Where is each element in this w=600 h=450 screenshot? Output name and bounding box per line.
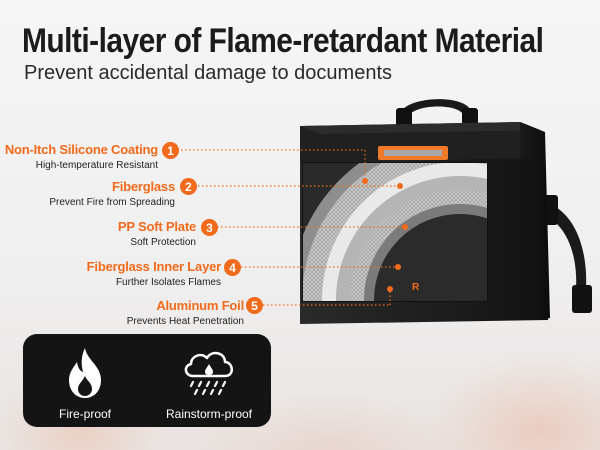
callout-fiberglass-inner-layer: Fiberglass Inner Layer Further Isolates … <box>86 259 222 288</box>
callout-title: Aluminum Foil <box>156 298 244 313</box>
flame-icon <box>61 346 109 405</box>
callout-title: Fiberglass <box>111 179 175 194</box>
callout-description: Further Isolates Flames <box>115 277 221 288</box>
callout-number-badge: 4 <box>224 259 241 276</box>
bag-handle <box>400 99 472 118</box>
page-subtitle: Prevent accidental damage to documents <box>24 62 392 84</box>
callout-fiberglass: Fiberglass Prevent Fire from Spreading <box>49 179 175 208</box>
callout-title: Non-Itch Silicone Coating <box>4 142 158 157</box>
page-title: Multi-layer of Flame-retardant Material <box>22 22 544 60</box>
callout-pp-soft-plate: PP Soft Plate Soft Protection <box>118 219 196 248</box>
callout-title: Fiberglass Inner Layer <box>86 259 222 274</box>
callout-aluminum-foil: Aluminum Foil Prevents Heat Penetration <box>127 298 244 327</box>
feature-panel: Fire-proof Rainstorm-proof <box>23 334 271 427</box>
feature-fire-proof: Fire-proof <box>23 334 147 427</box>
callout-number-badge: 2 <box>180 178 197 195</box>
feature-label: Fire-proof <box>58 407 111 421</box>
callout-description: High-temperature Resistant <box>35 160 158 171</box>
callout-number-badge: 3 <box>201 219 218 236</box>
callout-description: Prevent Fire from Spreading <box>49 197 175 208</box>
callout-number-badge: 5 <box>246 297 263 314</box>
rain-cloud-icon <box>179 346 239 405</box>
callout-description: Soft Protection <box>130 237 196 248</box>
feature-label: Rainstorm-proof <box>165 407 253 421</box>
callout-description: Prevents Heat Penetration <box>126 316 244 327</box>
callout-silicone-coating: Non-Itch Silicone Coating High-temperatu… <box>5 142 158 171</box>
svg-text:R: R <box>412 282 420 293</box>
callout-title: PP Soft Plate <box>117 219 196 234</box>
feature-rainstorm-proof: Rainstorm-proof <box>147 334 271 427</box>
callout-number-badge: 1 <box>162 142 179 159</box>
